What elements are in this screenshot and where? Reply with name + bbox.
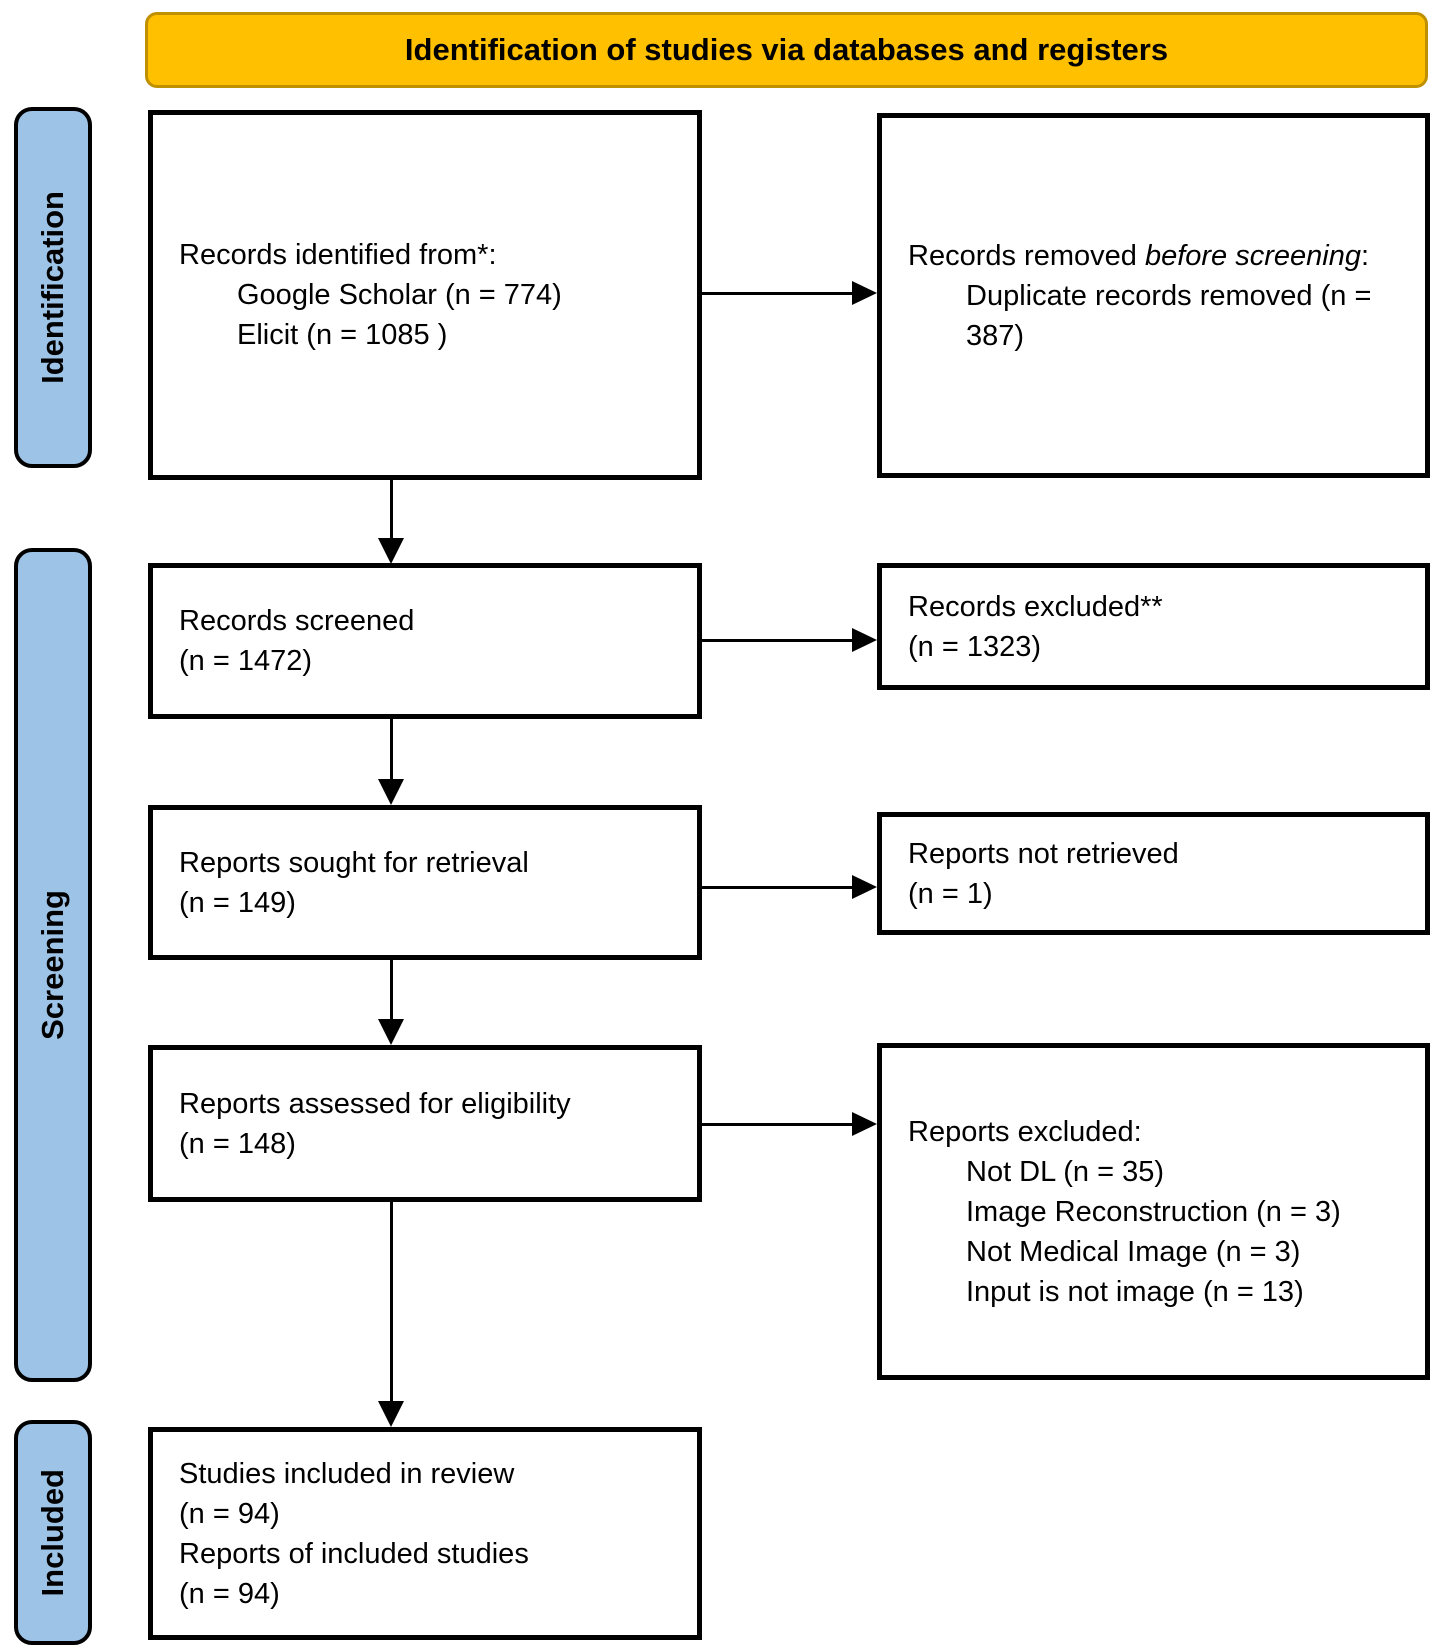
- header-title: Identification of studies via databases …: [404, 32, 1169, 67]
- box-records-identified: Records identified from*: Google Scholar…: [148, 110, 702, 480]
- box-reports-assessed: Reports assessed for eligibility (n = 14…: [148, 1045, 702, 1202]
- arrow-right-4-head-icon: [852, 1112, 877, 1136]
- box-line: Duplicate records removed (n = 387): [966, 279, 1372, 352]
- stage-included-label: Included: [35, 1468, 70, 1597]
- arrow-down-3-head-icon: [378, 1019, 404, 1045]
- box-line: (n = 1): [908, 877, 993, 910]
- box-text: Records removed: [908, 239, 1145, 272]
- box-line: Reports of included studies: [179, 1537, 529, 1570]
- arrow-down-2-head-icon: [378, 779, 404, 805]
- arrow-down-1-head-icon: [378, 538, 404, 564]
- box-line: Studies included in review: [179, 1457, 515, 1490]
- arrow-right-2-line: [702, 639, 854, 642]
- box-line: Reports assessed for eligibility: [179, 1087, 571, 1120]
- arrow-right-3-line: [702, 886, 854, 889]
- box-reports-sought: Reports sought for retrieval (n = 149): [148, 805, 702, 960]
- box-line: (n = 1472): [179, 645, 313, 677]
- box-line: Reports excluded:: [908, 1115, 1142, 1148]
- arrow-right-3-head-icon: [852, 875, 877, 899]
- box-records-screened: Records screened (n = 1472): [148, 563, 702, 719]
- box-line: Not Medical Image (n = 3): [966, 1235, 1301, 1268]
- box-line: Records screened: [179, 605, 415, 637]
- stage-screening: Screening: [14, 548, 92, 1382]
- box-records-excluded: Records excluded** (n = 1323): [877, 563, 1430, 690]
- box-text-italic: before screening: [1144, 239, 1361, 272]
- box-line: Not DL (n = 35): [966, 1155, 1164, 1188]
- box-line: (n = 1323): [908, 630, 1042, 663]
- stage-identification: Identification: [14, 107, 92, 468]
- stage-included: Included: [14, 1420, 92, 1645]
- arrow-right-2-head-icon: [852, 628, 877, 652]
- arrow-down-2-line: [390, 719, 393, 781]
- box-line: Input is not image (n = 13): [966, 1275, 1304, 1308]
- stage-screening-label: Screening: [35, 890, 70, 1040]
- box-line: Records removed before screening:: [908, 236, 1378, 276]
- box-line: Records excluded**: [908, 590, 1163, 623]
- arrow-right-1-head-icon: [852, 281, 877, 305]
- arrow-right-4-line: [702, 1123, 854, 1126]
- box-line: (n = 94): [179, 1497, 280, 1530]
- box-text: :: [1360, 239, 1370, 272]
- box-line: (n = 149): [179, 886, 296, 919]
- box-line: Image Reconstruction (n = 3): [966, 1195, 1341, 1228]
- box-line: Elicit (n = 1085 ): [237, 319, 448, 351]
- box-reports-not-retrieved: Reports not retrieved (n = 1): [877, 812, 1430, 935]
- arrow-down-4-head-icon: [378, 1401, 404, 1427]
- box-line: Google Scholar (n = 774): [237, 279, 562, 311]
- box-studies-included: Studies included in review (n = 94) Repo…: [148, 1427, 702, 1640]
- header-banner: Identification of studies via databases …: [145, 12, 1428, 88]
- arrow-down-4-line: [390, 1202, 393, 1403]
- box-line: (n = 148): [179, 1127, 296, 1160]
- box-line: Reports sought for retrieval: [179, 846, 529, 879]
- box-line: Reports not retrieved: [908, 837, 1179, 870]
- stage-identification-label: Identification: [35, 191, 70, 384]
- arrow-down-3-line: [390, 960, 393, 1021]
- box-reports-excluded: Reports excluded: Not DL (n = 35) Image …: [877, 1043, 1430, 1380]
- arrow-right-1-line: [702, 292, 854, 295]
- box-line: (n = 94): [179, 1577, 280, 1610]
- arrow-down-1-line: [390, 480, 393, 540]
- box-records-removed: Records removed before screening: Duplic…: [877, 113, 1430, 478]
- box-line: Records identified from*:: [179, 239, 497, 271]
